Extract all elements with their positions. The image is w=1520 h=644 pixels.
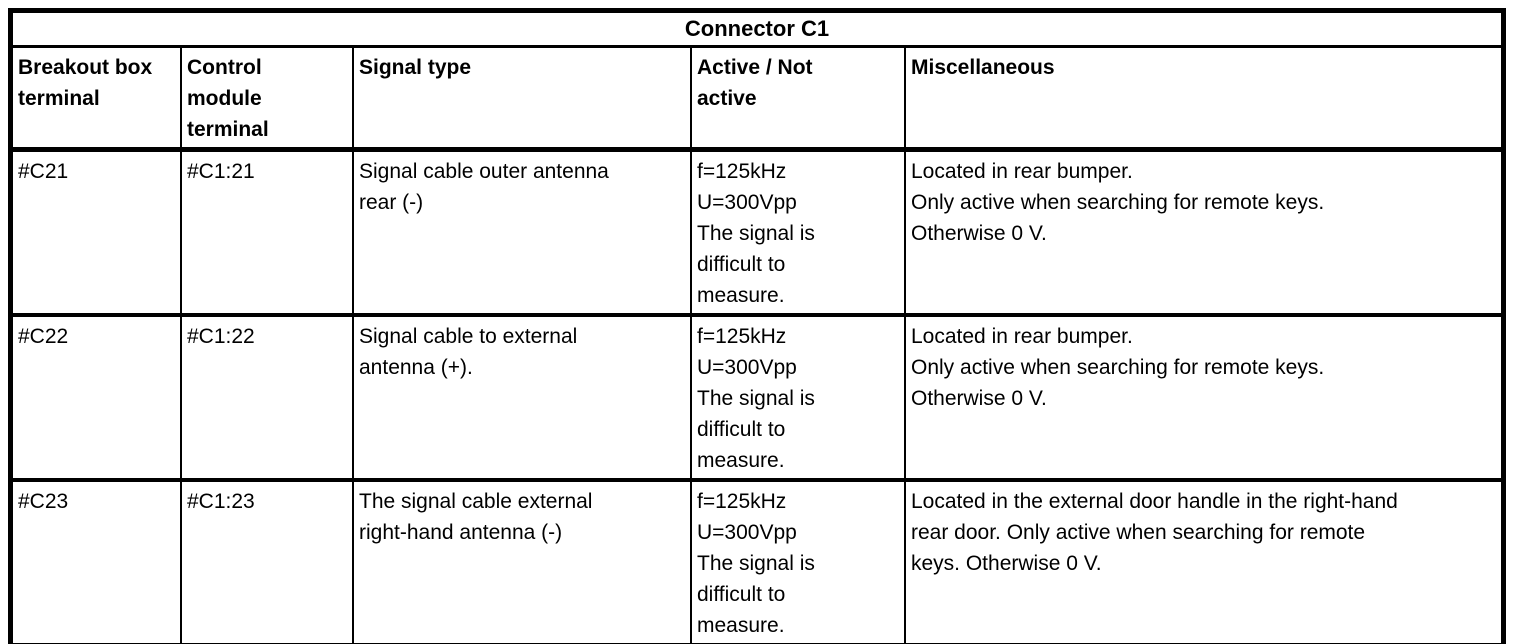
- table-row: #C22 #C1:22 Signal cable to external ant…: [13, 314, 1501, 482]
- cell-active-not-active: f=125kHz U=300Vpp The signal is difficul…: [690, 148, 906, 317]
- cell-signal-type: The signal cable external right-hand ant…: [352, 479, 692, 644]
- cell-miscellaneous: Located in the external door handle in t…: [904, 479, 1501, 644]
- cell-active-not-active: f=125kHz U=300Vpp The signal is difficul…: [690, 314, 906, 482]
- column-header-miscellaneous: Miscellaneous: [904, 45, 1501, 152]
- cell-signal-type: Signal cable to external antenna (+).: [352, 314, 692, 482]
- connector-c1-table-frame: Connector C1 Breakout box terminal Contr…: [8, 8, 1506, 644]
- table-title-row: Connector C1: [13, 13, 1501, 48]
- column-header-active-not-active: Active / Not active: [690, 45, 906, 152]
- cell-miscellaneous: Located in rear bumper. Only active when…: [904, 314, 1501, 482]
- cell-signal-type: Signal cable outer antenna rear (-): [352, 148, 692, 317]
- table-header-row: Breakout box terminal Control module ter…: [13, 45, 1501, 152]
- cell-breakout-terminal: #C23: [13, 479, 182, 644]
- table-row: #C23 #C1:23 The signal cable external ri…: [13, 479, 1501, 644]
- cell-control-module-terminal: #C1:23: [180, 479, 354, 644]
- table-title: Connector C1: [13, 13, 1501, 48]
- cell-miscellaneous: Located in rear bumper. Only active when…: [904, 148, 1501, 317]
- cell-control-module-terminal: #C1:22: [180, 314, 354, 482]
- cell-breakout-terminal: #C22: [13, 314, 182, 482]
- table-row: #C21 #C1:21 Signal cable outer antenna r…: [13, 148, 1501, 317]
- cell-active-not-active: f=125kHz U=300Vpp The signal is difficul…: [690, 479, 906, 644]
- cell-breakout-terminal: #C21: [13, 148, 182, 317]
- connector-c1-table: Connector C1 Breakout box terminal Contr…: [13, 13, 1501, 644]
- column-header-signal-type: Signal type: [352, 45, 692, 152]
- column-header-control-module-terminal: Control module terminal: [180, 45, 354, 152]
- cell-control-module-terminal: #C1:21: [180, 148, 354, 317]
- column-header-breakout-box-terminal: Breakout box terminal: [13, 45, 182, 152]
